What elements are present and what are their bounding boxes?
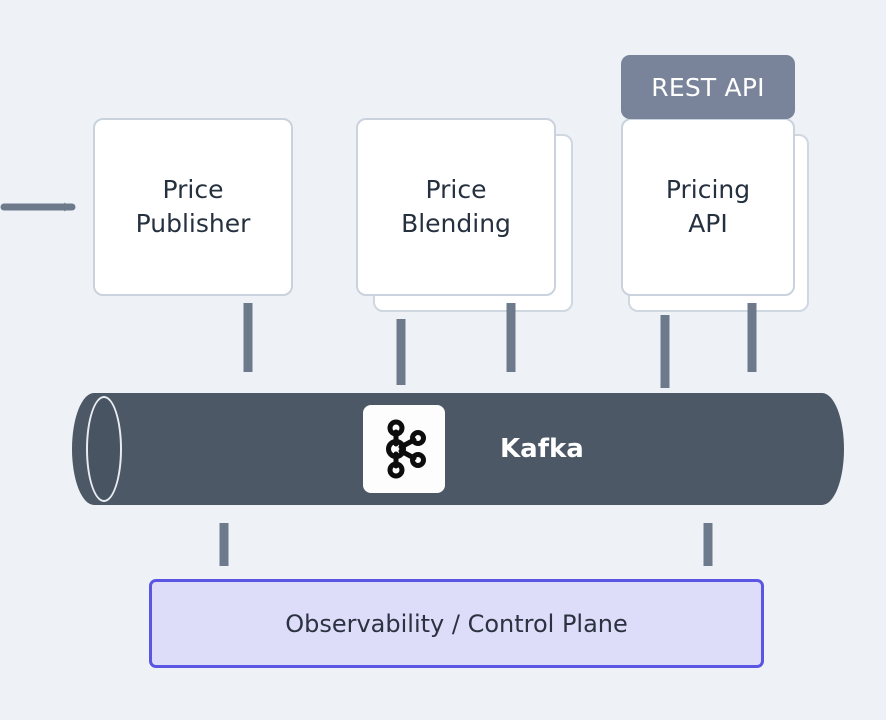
node-price-publisher-line1: Price	[162, 174, 224, 204]
kafka-cylinder-cap	[86, 396, 122, 502]
kafka-label: Kafka	[500, 434, 584, 464]
kafka-logo-icon	[386, 419, 426, 479]
node-price-blending[interactable]: Price Blending	[356, 118, 556, 296]
node-control-plane[interactable]: Observability / Control Plane	[149, 579, 764, 668]
rest-api-badge: REST API	[621, 55, 795, 119]
node-pricing-api[interactable]: Pricing API	[621, 118, 795, 296]
node-pricing-api-line2: API	[688, 209, 728, 238]
node-price-publisher-label: Price Publisher	[130, 173, 257, 242]
node-price-blending-label: Price Blending	[395, 173, 517, 242]
kafka-cylinder-body	[72, 393, 844, 505]
node-price-blending-line1: Price	[425, 174, 487, 204]
rest-api-badge-label: REST API	[651, 72, 765, 102]
node-price-publisher[interactable]: Price Publisher	[93, 118, 293, 296]
node-kafka[interactable]: Kafka	[72, 393, 844, 505]
node-pricing-api-line1: Pricing	[665, 174, 751, 204]
node-pricing-api-label: Pricing API	[660, 173, 756, 242]
kafka-content: Kafka	[72, 393, 844, 505]
node-price-blending-line2: Blending	[401, 209, 511, 238]
kafka-logo-tile	[363, 405, 445, 493]
node-price-publisher-line2: Publisher	[135, 209, 251, 238]
node-control-plane-label: Observability / Control Plane	[285, 609, 628, 638]
